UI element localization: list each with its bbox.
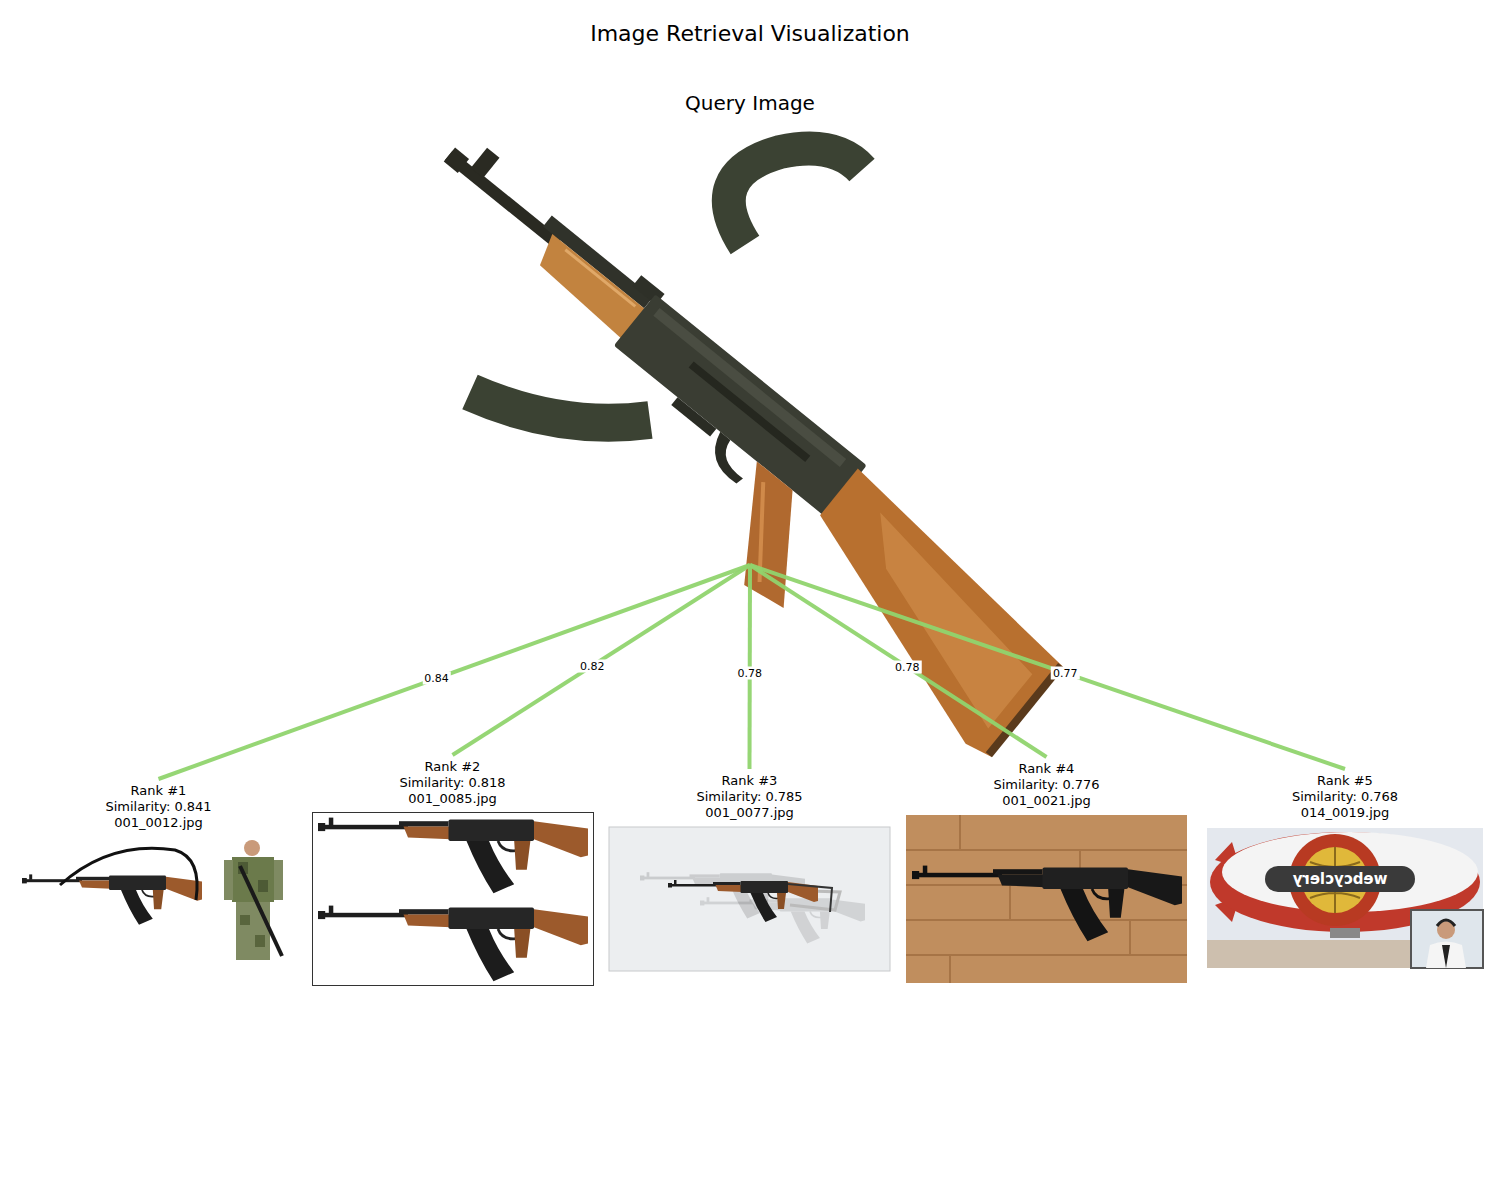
query-rifle-part — [528, 234, 647, 340]
query-rifle-part — [689, 361, 811, 462]
thumbnail-rifle-sling-part — [22, 835, 295, 965]
thumbnail-rifle-sling-part — [236, 902, 270, 960]
rank-label: Rank #1 — [14, 783, 303, 799]
title-text: Image Retrieval Visualization — [0, 20, 1500, 48]
query-rifle-part — [671, 397, 716, 436]
file-name: 001_0021.jpg — [898, 793, 1195, 809]
similarity-link — [159, 565, 751, 779]
thumbnail-blimp-part — [1265, 866, 1415, 892]
thumbnail-black-rifle-part — [906, 815, 1187, 983]
edge-score: 0.78 — [735, 667, 764, 680]
thumbnail-two-rifles-part — [318, 818, 588, 894]
photo-lettering: webcyclery — [1265, 866, 1415, 892]
query-rifle-part — [471, 148, 500, 178]
thumbnail-two-rifles — [313, 813, 594, 986]
magazine-drawing — [470, 392, 650, 423]
query-rifle-part — [614, 294, 867, 516]
result-panel: Rank #3Similarity: 0.785001_0077.jpg — [601, 773, 898, 971]
thumbnail-rifle-sling-part — [60, 848, 197, 900]
file-name: 014_0019.jpg — [1199, 805, 1491, 821]
label-block: Query Image — [412, 90, 1088, 116]
thumbnail-blimp-part — [1207, 828, 1483, 968]
thumbnail-rifle-sling-part — [224, 860, 233, 900]
thumbnail-rifle-sling-part — [22, 874, 202, 924]
query-rifle-part — [565, 250, 635, 307]
similarity-score: Similarity: 0.818 — [304, 775, 601, 791]
query-rifle-part — [653, 308, 846, 467]
query-rifle — [356, 132, 1091, 774]
similarity-score: Similarity: 0.768 — [1199, 789, 1491, 805]
edge-score: 0.84 — [422, 672, 451, 685]
panel-heading: Query Image — [412, 90, 1088, 116]
thumbnail-rifle-sling-part — [255, 935, 265, 947]
file-name: 001_0085.jpg — [304, 791, 601, 807]
thumbnail-black-rifle-part — [912, 866, 1182, 942]
similarity-score: Similarity: 0.841 — [14, 799, 303, 815]
thumbnail-rifle-sling-part — [240, 915, 250, 925]
similarity-link — [750, 565, 1047, 757]
file-name: 001_0012.jpg — [14, 815, 303, 831]
result-panel: Rank #4Similarity: 0.776001_0021.jpg — [898, 761, 1195, 983]
thumbnail-rifle-sling — [22, 835, 295, 965]
label-block: Rank #3Similarity: 0.785001_0077.jpg — [601, 773, 898, 821]
thumbnail-blimp-part — [1437, 920, 1455, 926]
thumbnail-black-rifle — [906, 815, 1187, 983]
thumbnail-rifle-sling-part — [240, 866, 282, 956]
rank-label: Rank #3 — [601, 773, 898, 789]
rank-label: Rank #5 — [1199, 773, 1491, 789]
thumbnail-folding-rifle — [609, 827, 890, 971]
thumbnail-blimp-part — [1330, 928, 1360, 938]
file-name: 001_0077.jpg — [601, 805, 898, 821]
thumbnail-blimp-part — [1426, 942, 1466, 969]
thumbnail-folding-rifle-part — [668, 880, 818, 922]
thumbnail-blimp-part — [1437, 921, 1455, 939]
label-block: Rank #5Similarity: 0.768014_0019.jpg — [1199, 773, 1491, 821]
thumbnail-folding-rifle-part — [788, 884, 832, 912]
result-panel: Rank #1Similarity: 0.841001_0012.jpg — [14, 783, 303, 965]
edge-score: 0.78 — [893, 660, 922, 673]
query-rifle-part — [817, 512, 1051, 728]
label-block: Rank #4Similarity: 0.776001_0021.jpg — [898, 761, 1195, 809]
label-block: Rank #2Similarity: 0.818001_0085.jpg — [304, 759, 601, 807]
result-panel: Rank #2Similarity: 0.818001_0085.jpg — [304, 759, 601, 985]
thumbnail-rifle-sling-part — [258, 880, 268, 892]
thumbnail-two-rifles-part — [318, 906, 588, 982]
thumbnail-rifle-sling-part — [244, 840, 260, 856]
rank-label: Rank #4 — [898, 761, 1195, 777]
label-block: Rank #1Similarity: 0.841001_0012.jpg — [14, 783, 303, 831]
thumbnail-blimp-part — [1442, 945, 1450, 968]
rank-label: Rank #2 — [304, 759, 601, 775]
thumbnail-two-rifles-part — [313, 813, 594, 986]
query-rifle-part — [445, 151, 561, 248]
thumbnail-blimp — [1207, 828, 1483, 968]
query-rifle-part — [701, 432, 757, 485]
query-rifle-part — [766, 469, 1079, 762]
thumbnail-folding-rifle-part — [609, 827, 890, 971]
similarity-score: Similarity: 0.785 — [601, 789, 898, 805]
thumbnail-blimp-part — [1411, 910, 1483, 968]
thumbnail-black-rifle-part — [906, 850, 1187, 955]
thumbnail-blimp-part — [1207, 940, 1483, 968]
magazine-drawing — [729, 149, 862, 245]
similarity-link — [750, 565, 1345, 769]
edge-score: 0.77 — [1051, 667, 1080, 680]
edge-score: 0.82 — [578, 659, 607, 672]
query-image-panel: Query Image — [412, 90, 1088, 565]
thumbnail-rifle-sling-part — [274, 860, 283, 900]
similarity-link — [453, 565, 751, 755]
similarity-score: Similarity: 0.776 — [898, 777, 1195, 793]
